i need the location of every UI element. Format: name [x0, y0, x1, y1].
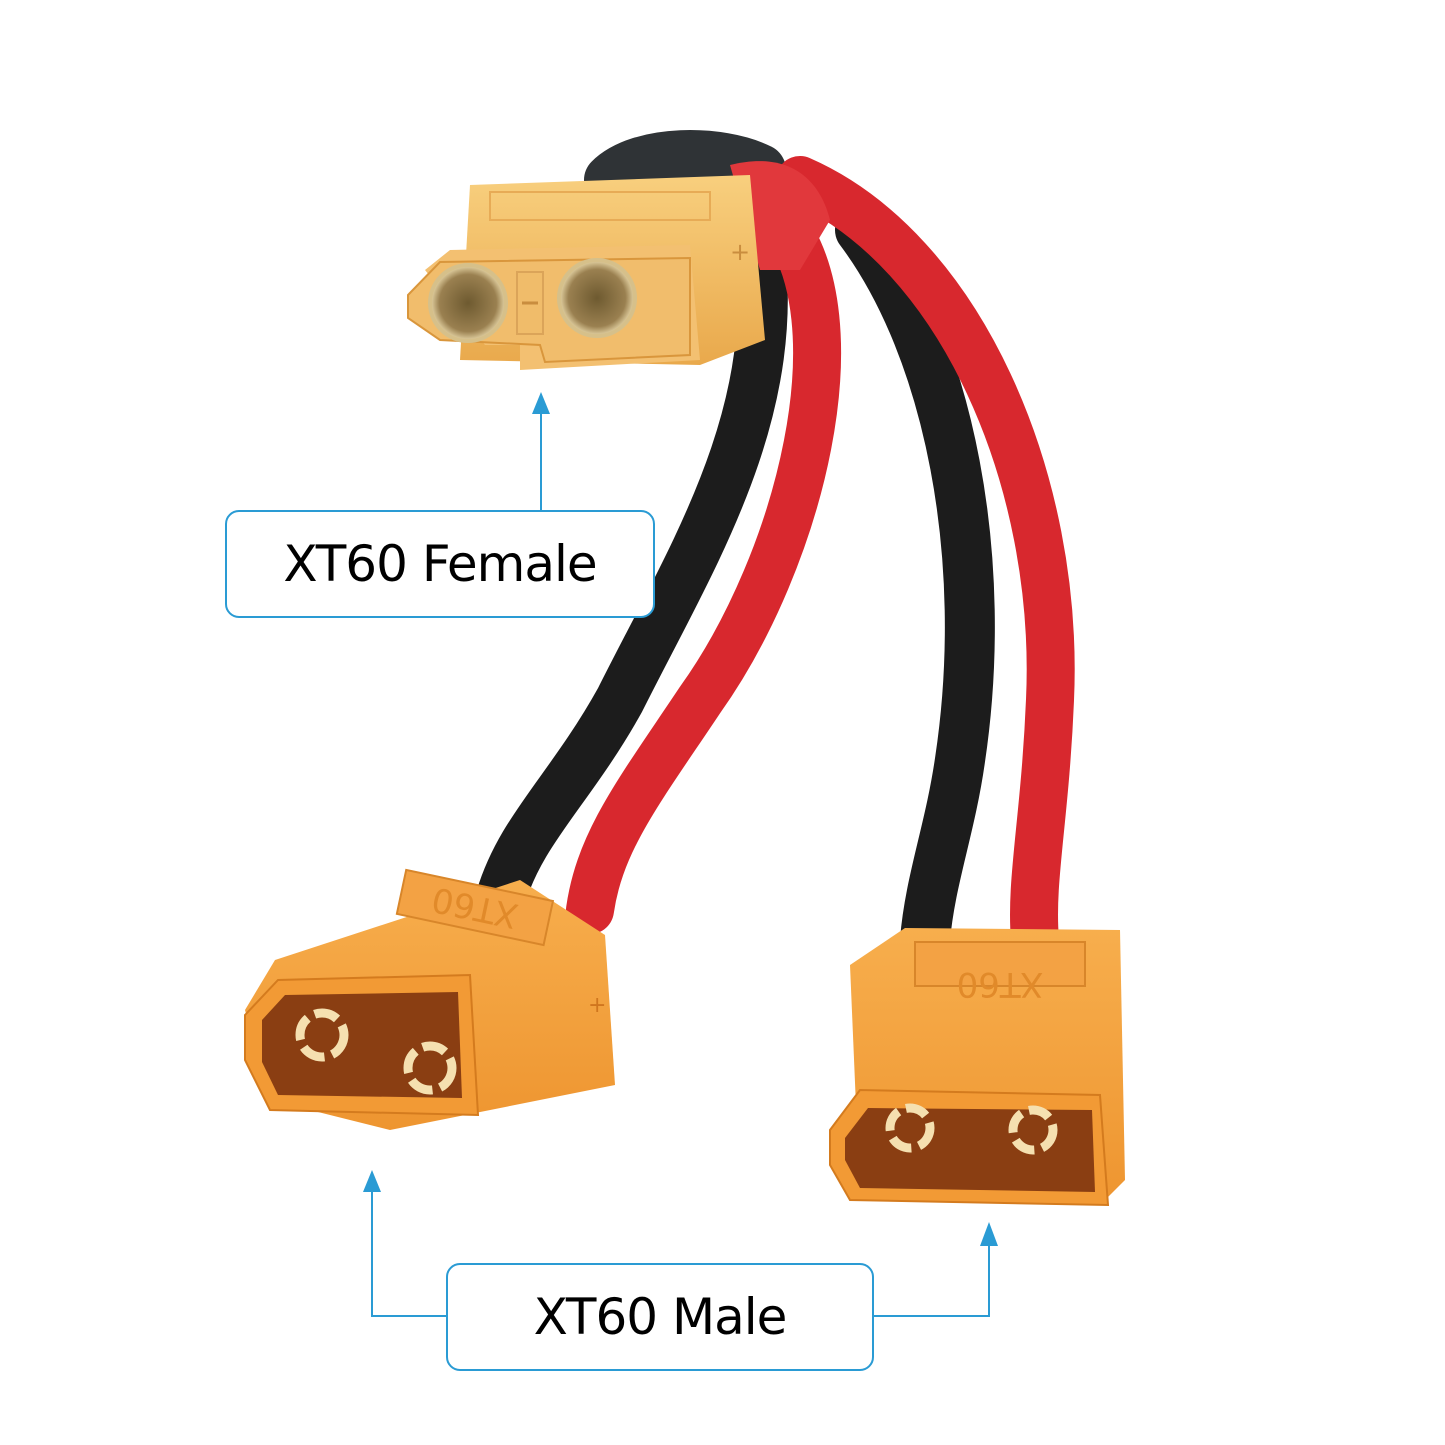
- red-wire-left: [566, 196, 842, 934]
- male-right-arrow-head: [980, 1222, 998, 1246]
- callout-xt60-female: XT60 Female: [225, 510, 655, 618]
- female-plus-marking: +: [730, 238, 750, 266]
- callout-male-label: XT60 Male: [533, 1288, 788, 1346]
- male-right-arrow-line: [874, 1240, 990, 1317]
- male-left-pin-positive: [403, 1041, 457, 1095]
- xt60-male-connector-left: XT60 +: [244, 868, 615, 1130]
- female-arrow-head: [532, 392, 550, 414]
- male-left-pin-negative: [295, 1008, 349, 1062]
- male-left-arrow-line: [371, 1185, 446, 1317]
- wire-group: [475, 130, 1075, 965]
- male-right-pin-positive: [1008, 1105, 1058, 1155]
- male-left-plus-marking: +: [588, 993, 606, 1018]
- callout-female-label: XT60 Female: [283, 535, 597, 593]
- male-left-arrow-head: [363, 1170, 381, 1192]
- male-right-pin-negative: [885, 1103, 935, 1153]
- xt60-male-connector-right: XT60: [829, 928, 1125, 1207]
- callout-xt60-male: XT60 Male: [446, 1263, 874, 1371]
- female-socket-positive: [557, 258, 637, 338]
- male-right-embossed-text: XT60: [957, 964, 1044, 1004]
- xt60-female-connector: +: [407, 175, 765, 370]
- red-wire-right: [776, 156, 1075, 964]
- female-socket-negative: [428, 263, 508, 343]
- black-wire-left: [475, 225, 788, 925]
- black-wire-right: [835, 205, 995, 965]
- callout-arrows: [363, 392, 998, 1317]
